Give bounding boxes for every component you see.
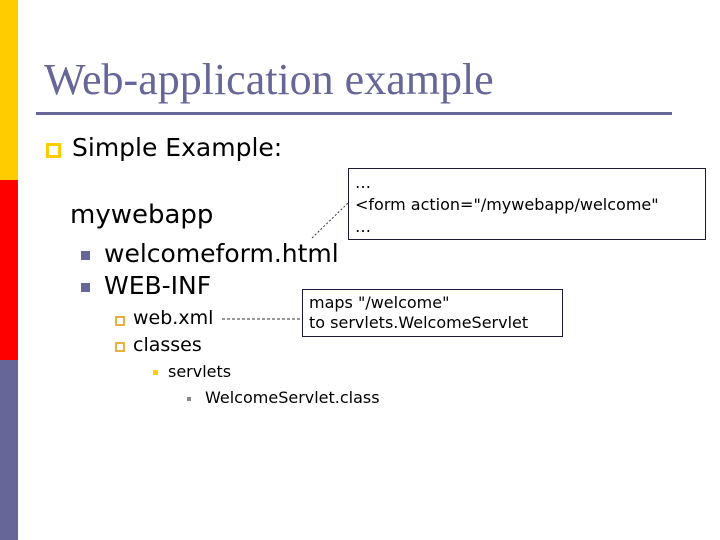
callout-form-line2: <form action="/mywebapp/welcome" <box>355 195 659 214</box>
callout-map-line1: maps "/welcome" <box>309 293 450 312</box>
callout-form-line3: … <box>355 217 371 236</box>
tree-item-classes: classes <box>133 334 202 356</box>
bullet-simple-example: Simple Example: <box>72 133 283 162</box>
callout-servlet-mapping: maps "/welcome" to servlets.WelcomeServl… <box>302 289 563 337</box>
hollow-square-bullet-icon <box>115 342 125 352</box>
accent-bar-yellow <box>0 0 18 180</box>
tree-item-servlets: servlets <box>168 362 232 381</box>
accent-bar-red <box>0 180 18 360</box>
callout-map-line2: to servlets.WelcomeServlet <box>309 313 529 332</box>
square-bullet-icon <box>81 283 90 292</box>
callout-form-line1: … <box>355 173 371 192</box>
tiny-square-bullet-icon <box>187 397 191 401</box>
hollow-square-bullet-icon <box>115 316 125 326</box>
square-bullet-icon <box>81 251 90 260</box>
slide-title: Web-application example <box>44 55 494 104</box>
tree-item-welcomeform: welcomeform.html <box>104 239 339 268</box>
tree-item-welcomeservlet-class: WelcomeServlet.class <box>205 388 380 407</box>
callout-form-action: … <form action="/mywebapp/welcome" … <box>348 168 706 240</box>
tree-item-web-xml: web.xml <box>133 307 214 329</box>
title-underline <box>36 112 672 115</box>
small-square-bullet-icon <box>153 370 158 375</box>
accent-bar-blue <box>0 360 18 540</box>
hollow-square-bullet-icon <box>46 143 61 158</box>
tree-item-web-inf: WEB-INF <box>104 271 212 300</box>
tree-root: mywebapp <box>70 200 214 230</box>
